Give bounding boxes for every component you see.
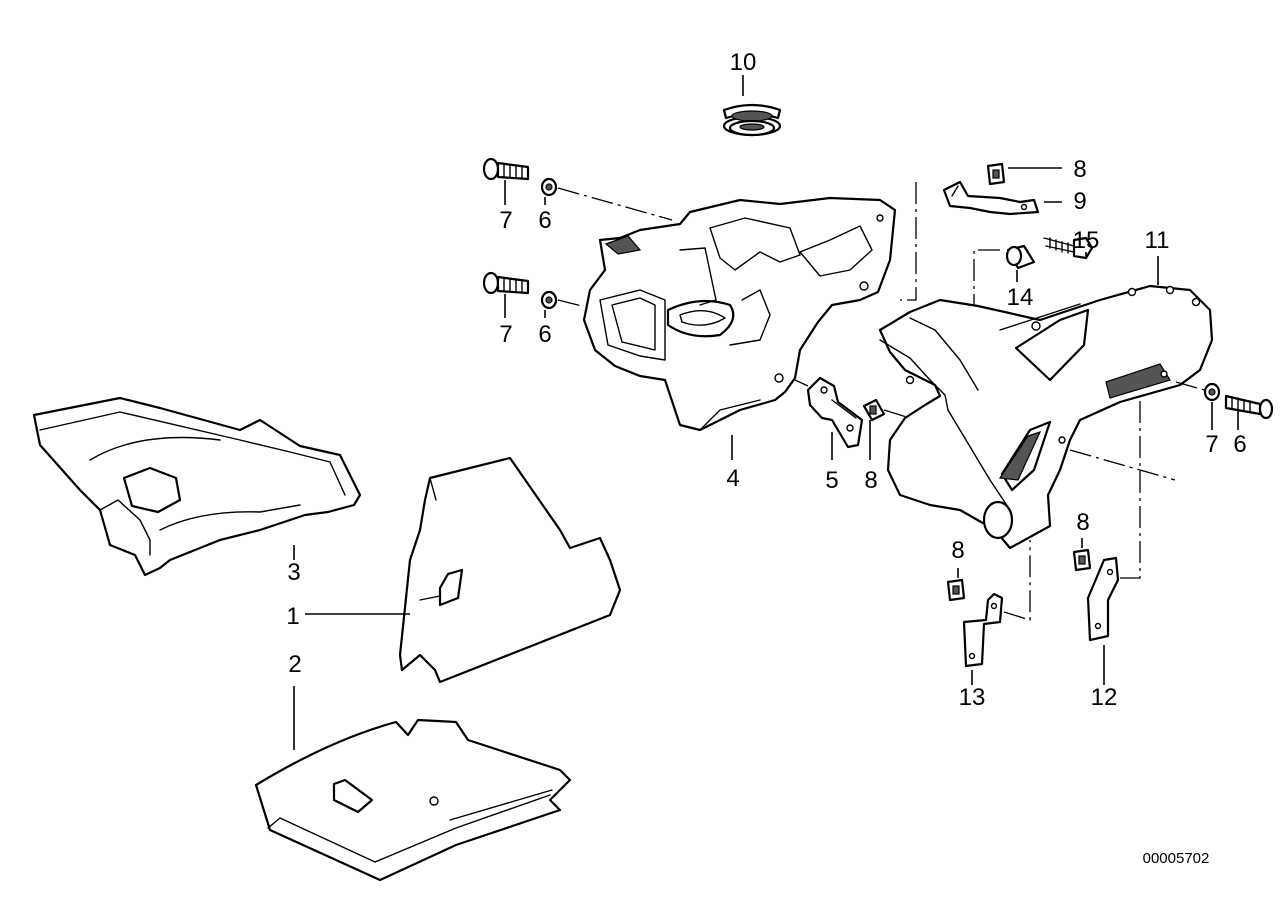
part-11-fairing-bracket [878, 284, 1214, 550]
callout-5: 5 [825, 467, 838, 494]
centerline-11 [1069, 449, 1176, 481]
part-4-inner-panel [582, 196, 897, 432]
part-1-centre-panel [398, 456, 622, 684]
centerline-6a [557, 187, 673, 221]
callout-6c: 6 [1233, 431, 1246, 458]
callout-7a: 7 [499, 207, 512, 234]
callout-6a: 6 [538, 207, 551, 234]
bolt-6-right [1224, 394, 1274, 420]
drawing-number: 00005702 [1143, 850, 1210, 867]
callout-10: 10 [730, 49, 757, 76]
washer-6-upper [540, 177, 558, 197]
washer-6-lower [540, 290, 558, 310]
centerline-8b [883, 409, 911, 419]
spacer-14 [1005, 244, 1036, 270]
callout-7b: 7 [499, 321, 512, 348]
nut-8-mid [862, 398, 886, 422]
callout-6b: 6 [538, 321, 551, 348]
callout-8d: 8 [1076, 509, 1089, 536]
callout-2: 2 [288, 651, 301, 678]
callout-1: 1 [286, 603, 299, 630]
callout-3: 3 [287, 559, 300, 586]
nut-8-lower-left [946, 578, 966, 602]
centerline-6b [557, 299, 583, 307]
bolt-7-upper [482, 157, 530, 181]
centerline-9 [900, 182, 917, 301]
bolt-15 [1043, 236, 1094, 260]
part-5-bracket [806, 376, 864, 449]
callout-12: 12 [1091, 684, 1118, 711]
centerline-6c [1175, 381, 1205, 391]
washer-6-right [1203, 382, 1221, 402]
callout-4: 4 [726, 465, 739, 492]
callout-11: 11 [1145, 227, 1170, 254]
centerline-13 [1003, 540, 1031, 621]
part-10-grommet [722, 103, 782, 137]
callout-8b: 8 [864, 467, 877, 494]
callout-8c: 8 [951, 537, 964, 564]
callout-8a: 8 [1073, 156, 1086, 183]
part-12-bracket [1086, 556, 1120, 642]
nut-8-top [986, 162, 1006, 186]
bolt-7-lower [482, 271, 530, 295]
callout-14: 14 [1007, 284, 1034, 311]
callout-9: 9 [1073, 188, 1086, 215]
centerline-12 [1120, 400, 1141, 579]
nut-8-lower-right [1072, 548, 1092, 572]
callout-13: 13 [959, 684, 986, 711]
part-9-bracket [942, 180, 1040, 216]
callout-7c: 7 [1205, 431, 1218, 458]
part-13-bracket [962, 592, 1004, 668]
part-2-bottom-tray [254, 718, 572, 882]
centerline-5 [794, 379, 809, 387]
callout-15: 15 [1073, 227, 1100, 254]
part-3-side-panel [32, 396, 362, 577]
